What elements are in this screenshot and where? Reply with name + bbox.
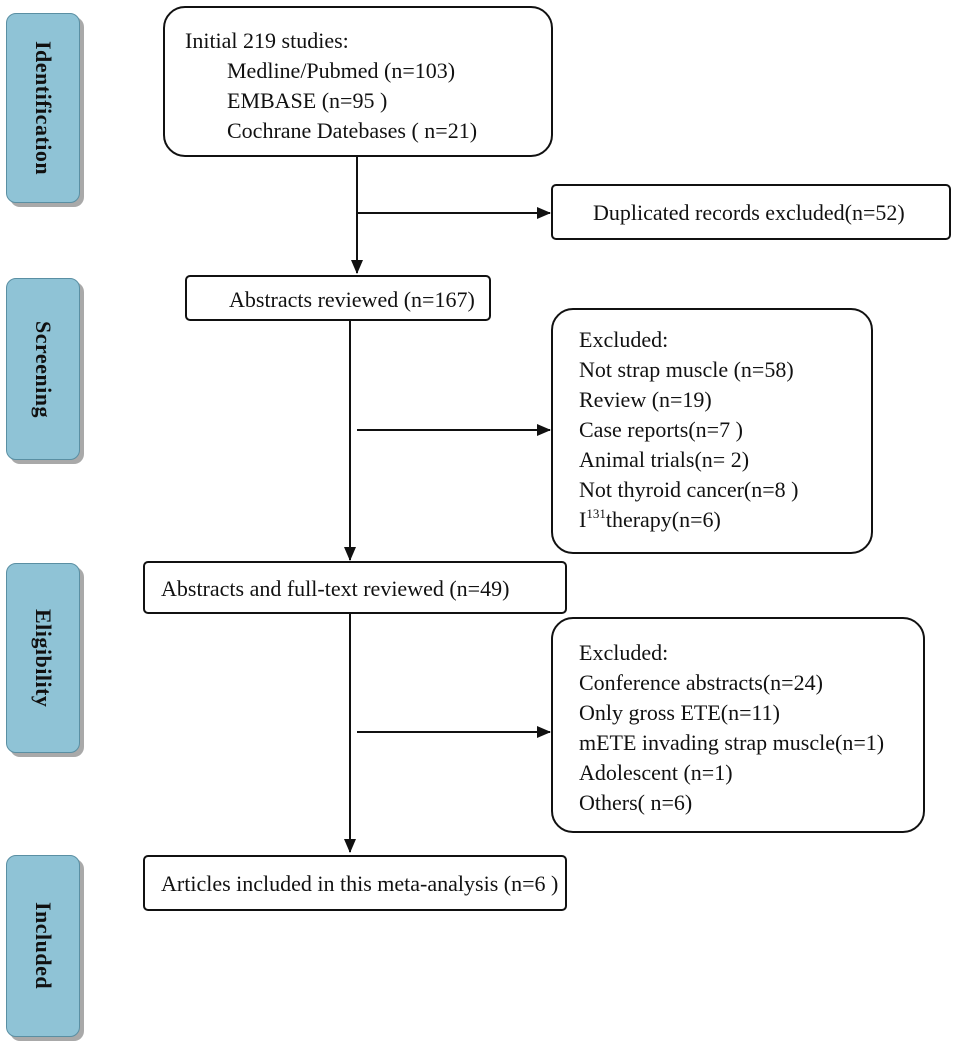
abstracts-reviewed-box: Abstracts reviewed (n=167) <box>185 275 491 321</box>
duplicates-text: Duplicated records excluded(n=52) <box>593 200 905 225</box>
fulltext-reviewed-box: Abstracts and full-text reviewed (n=49) <box>143 561 567 614</box>
initial-studies-title: Initial 219 studies: <box>185 28 349 53</box>
stage-eligibility-label: Eligibility <box>31 608 56 708</box>
fulltext-reviewed-text: Abstracts and full-text reviewed (n=49) <box>161 576 510 601</box>
stage-identification: Identification <box>6 13 80 203</box>
excluded-others: Others( n=6) <box>579 790 693 815</box>
excluded-not-strap-muscle: Not strap muscle (n=58) <box>579 357 794 382</box>
excluded-only-gross-ete: Only gross ETE(n=11) <box>579 700 781 725</box>
excluded-review: Review (n=19) <box>579 387 712 412</box>
eligibility-excluded-box: Excluded: Conference abstracts(n=24) Onl… <box>551 617 925 833</box>
initial-studies-box: Initial 219 studies: Medline/Pubmed (n=1… <box>163 6 553 157</box>
excluded-mete-strap-muscle: mETE invading strap muscle(n=1) <box>579 730 885 755</box>
stage-included: Included <box>6 855 80 1037</box>
stage-screening: Screening <box>6 278 80 460</box>
included-articles-text: Articles included in this meta-analysis … <box>161 871 559 896</box>
screening-excluded-title: Excluded: <box>579 327 669 352</box>
stage-identification-label: Identification <box>31 40 56 176</box>
source-embase: EMBASE (n=95 ) <box>227 88 388 113</box>
abstracts-reviewed-text: Abstracts reviewed (n=167) <box>229 287 475 312</box>
excluded-not-thyroid-cancer: Not thyroid cancer(n=8 ) <box>579 477 799 502</box>
included-articles-box: Articles included in this meta-analysis … <box>143 855 567 911</box>
excluded-i131-therapy: I131therapy(n=6) <box>579 505 871 535</box>
stage-eligibility: Eligibility <box>6 563 80 753</box>
excluded-adolescent: Adolescent (n=1) <box>579 760 733 785</box>
duplicates-box: Duplicated records excluded(n=52) <box>551 184 951 240</box>
eligibility-excluded-title: Excluded: <box>579 640 669 665</box>
stage-screening-label: Screening <box>31 320 56 418</box>
i131-rest: therapy(n=6) <box>605 507 721 532</box>
i131-superscript: 131 <box>586 506 606 521</box>
source-cochrane: Cochrane Datebases ( n=21) <box>227 118 478 143</box>
source-medline: Medline/Pubmed (n=103) <box>227 58 456 83</box>
excluded-case-reports: Case reports(n=7 ) <box>579 417 743 442</box>
i131-base: I <box>579 507 587 532</box>
excluded-conference-abstracts: Conference abstracts(n=24) <box>579 670 823 695</box>
screening-excluded-box: Excluded: Not strap muscle (n=58) Review… <box>551 308 873 554</box>
stage-included-label: Included <box>31 902 56 990</box>
excluded-animal-trials: Animal trials(n= 2) <box>579 447 750 472</box>
